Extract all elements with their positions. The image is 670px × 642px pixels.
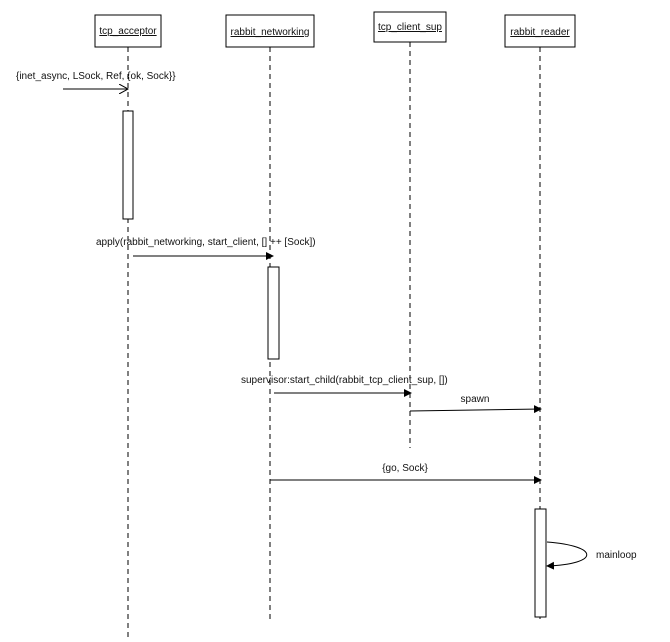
activation-rabbit_reader [534,508,547,618]
message-label: spawn [461,394,490,405]
message-label: mainloop [596,550,637,561]
message-apply: apply(rabbit_networking, start_client, [… [96,237,316,260]
participant-label: tcp_client_sup [378,22,442,33]
message-label: {go, Sock} [382,463,428,474]
participant-rabbit_reader: rabbit_reader [504,14,576,48]
message-inet_async: {inet_async, LSock, Ref, {ok, Sock}} [16,71,176,89]
participant-label: rabbit_reader [510,27,570,38]
participant-tcp_client_sup: tcp_client_sup [373,11,447,43]
activation-tcp_acceptor [122,110,134,220]
participant-label: tcp_acceptor [99,26,157,37]
message-go: {go, Sock} [270,463,542,484]
message-mainloop: mainloop [546,541,637,570]
message-start_child: supervisor:start_child(rabbit_tcp_client… [241,375,448,397]
message-spawn: spawn [409,394,542,414]
participant-label: rabbit_networking [231,27,310,38]
activation-rabbit_networking [267,266,280,360]
message-label: supervisor:start_child(rabbit_tcp_client… [241,375,448,386]
message-label: {inet_async, LSock, Ref, {ok, Sock}} [16,71,176,82]
participant-tcp_acceptor: tcp_acceptor [94,14,162,48]
message-label: apply(rabbit_networking, start_client, [… [96,237,316,248]
participant-rabbit_networking: rabbit_networking [225,14,315,48]
